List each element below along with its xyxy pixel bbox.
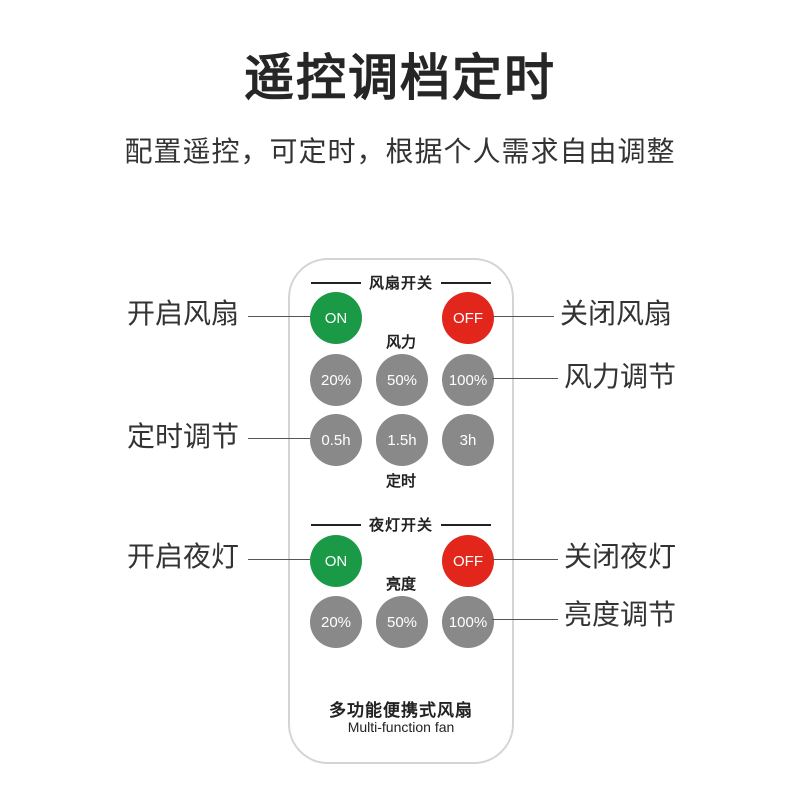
product-name-english: Multi-function fan (347, 719, 455, 735)
callout-light-on: 开启夜灯 (127, 540, 240, 573)
fan-section-title: 风扇开关 (368, 274, 433, 292)
timer-label: 定时 (385, 472, 416, 490)
timer-1-5h-button[interactable]: 1.5h (376, 414, 428, 466)
callout-timer: 定时调节 (127, 420, 240, 453)
leader-brightness (492, 619, 558, 620)
leader-fan-off (492, 316, 554, 317)
header-line-left (310, 523, 361, 526)
header-line-left (310, 281, 361, 284)
light-on-button[interactable]: ON (310, 535, 362, 587)
header-line-right (441, 523, 491, 526)
brightness-100-button[interactable]: 100% (442, 596, 494, 648)
fan-off-button[interactable]: OFF (442, 292, 494, 344)
leader-speed (492, 378, 558, 379)
light-section-title: 夜灯开关 (368, 516, 433, 534)
timer-3h-button[interactable]: 3h (442, 414, 494, 466)
fan-section-header: 风扇开关 (290, 272, 512, 293)
callout-fan-on: 开启风扇 (127, 297, 240, 330)
leader-fan-on (248, 316, 310, 317)
leader-light-on (248, 559, 310, 560)
speed-label: 风力 (385, 333, 416, 351)
light-off-button[interactable]: OFF (442, 535, 494, 587)
header-line-right (441, 281, 491, 284)
fan-on-button[interactable]: ON (310, 292, 362, 344)
leader-light-off (492, 559, 558, 560)
product-name: 多功能便携式风扇 (329, 701, 473, 721)
remote-control: 风扇开关 ON OFF 风力 20% 50% 100% 0.5h 1.5h 3h… (288, 258, 514, 764)
callout-fan-off: 关闭风扇 (560, 297, 673, 330)
page-subtitle: 配置遥控，可定时，根据个人需求自由调整 (124, 135, 676, 168)
callout-speed: 风力调节 (564, 360, 677, 393)
brightness-label: 亮度 (385, 575, 416, 593)
brightness-50-button[interactable]: 50% (376, 596, 428, 648)
page-title: 遥控调档定时 (244, 49, 556, 107)
callout-light-off: 关闭夜灯 (564, 540, 677, 573)
callout-brightness: 亮度调节 (564, 598, 677, 631)
light-section-header: 夜灯开关 (290, 514, 512, 535)
speed-20-button[interactable]: 20% (310, 354, 362, 406)
brightness-20-button[interactable]: 20% (310, 596, 362, 648)
speed-50-button[interactable]: 50% (376, 354, 428, 406)
timer-0-5h-button[interactable]: 0.5h (310, 414, 362, 466)
leader-timer (248, 438, 310, 439)
speed-100-button[interactable]: 100% (442, 354, 494, 406)
